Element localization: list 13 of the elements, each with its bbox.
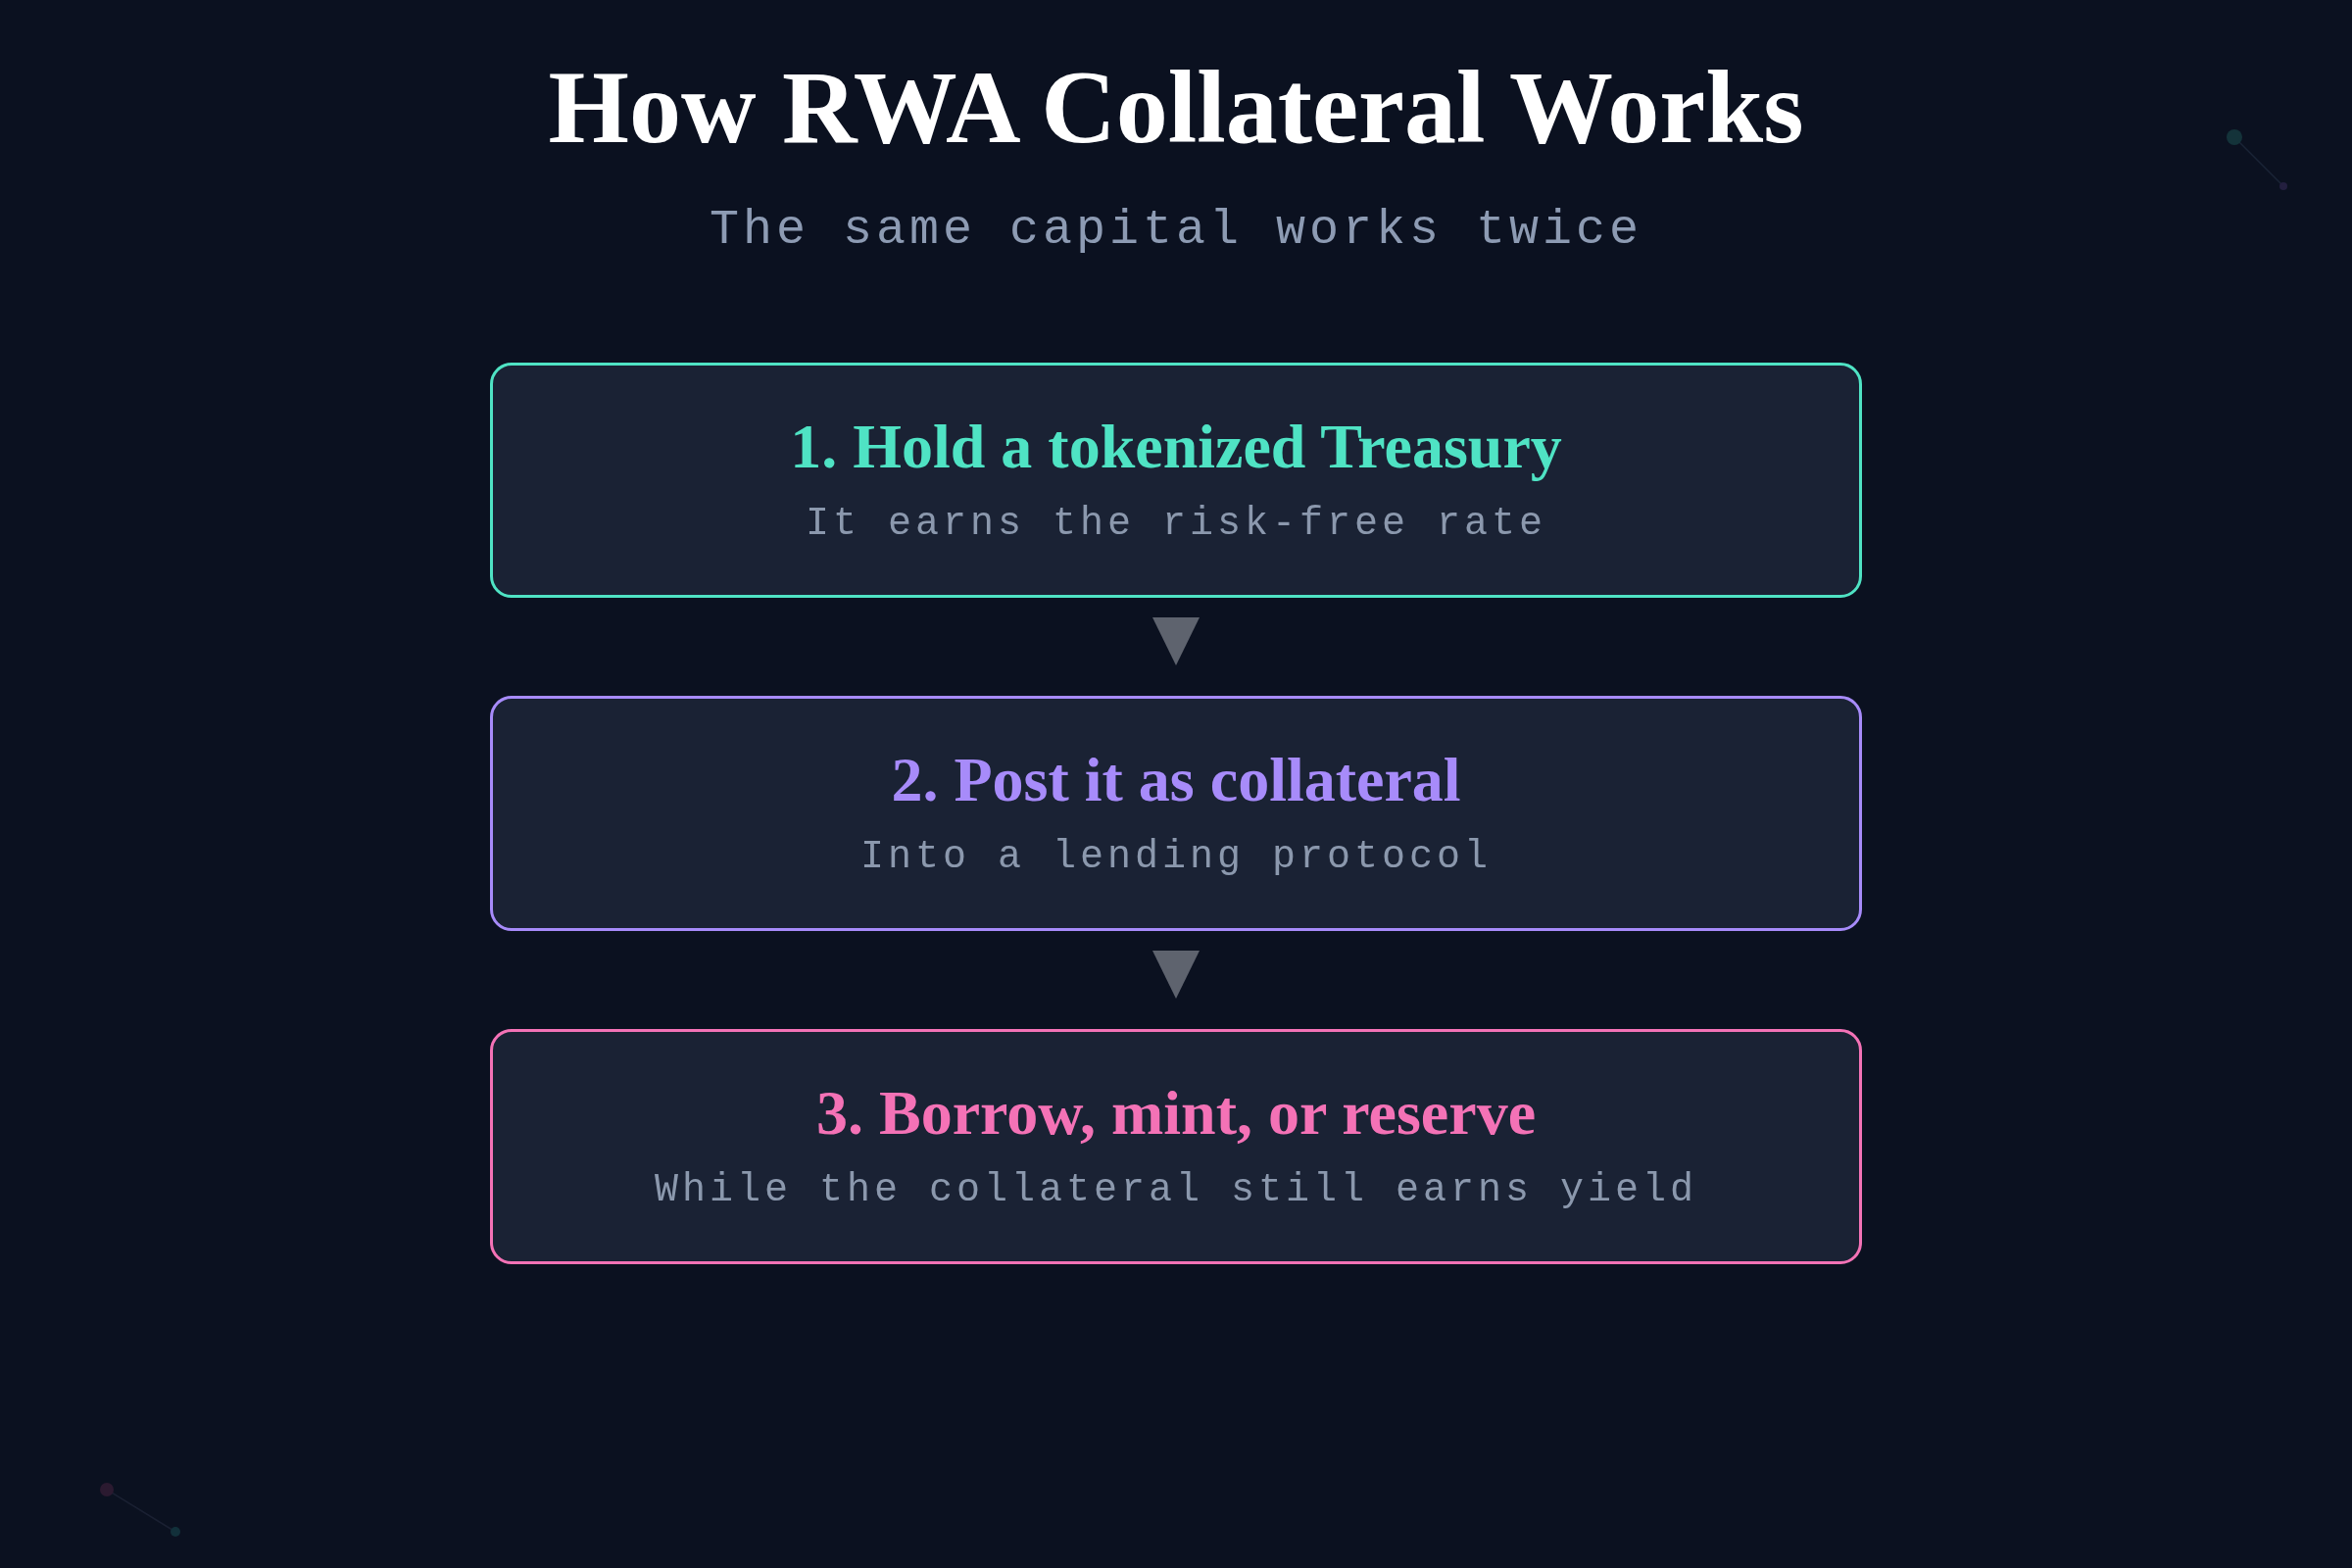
step-heading: 2. Post it as collateral <box>891 745 1461 815</box>
step-heading: 3. Borrow, mint, or reserve <box>815 1078 1537 1149</box>
step-box <box>490 696 1862 931</box>
step-description: It earns the risk-free rate <box>805 501 1547 549</box>
arrow <box>1152 617 1200 665</box>
subtitle: The same capital works twice <box>709 201 1643 260</box>
step-description: While the collateral still earns yield <box>654 1167 1698 1215</box>
step-heading: 1. Hold a tokenized Treasury <box>790 412 1562 482</box>
step-description: Into a lending protocol <box>859 834 1493 882</box>
title: How RWA Collateral Works <box>548 51 1804 166</box>
step-box <box>490 363 1862 598</box>
arrow <box>1152 951 1200 999</box>
step-box <box>490 1029 1862 1264</box>
